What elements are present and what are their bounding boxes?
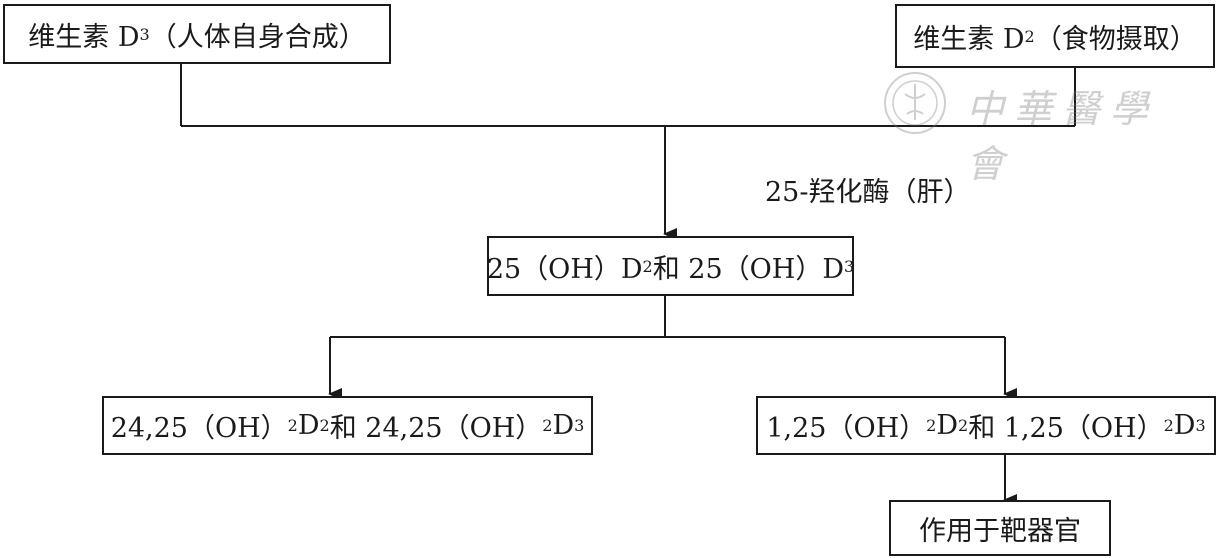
h25-part2: 和 25（OH）D: [652, 253, 844, 285]
d3-prefix: 维生素 D: [28, 21, 140, 53]
d2-subscript: 2: [1024, 26, 1035, 46]
h125-sub2: 2: [958, 416, 969, 435]
h25-sub1: 2: [642, 256, 653, 276]
h2425-part2: D: [297, 410, 320, 441]
d2-prefix: 维生素 D: [913, 23, 1025, 55]
d3-subscript: 3: [139, 24, 150, 44]
enzyme-label: 25-羟化酶（肝）: [765, 177, 971, 208]
watermark: 中華醫學會: [880, 68, 1180, 186]
h2425-sub4: 3: [574, 416, 585, 435]
h125-sub3: 2: [1163, 416, 1174, 435]
h25-part1: 25（OH）D: [486, 253, 643, 285]
watermark-text: 中華醫學會: [966, 87, 1159, 186]
h125-part4: D: [1173, 410, 1196, 441]
h2425-part1: 24,25（OH）: [110, 413, 288, 444]
h125-part3: 和 1,25（OH）: [968, 413, 1164, 444]
seal-icon: [884, 72, 946, 134]
h125-sub4: 3: [1195, 416, 1206, 435]
h2425-sub3: 2: [542, 416, 553, 435]
h25-sub2: 3: [843, 256, 855, 276]
h2425-sub1: 2: [287, 416, 298, 435]
h125-sub1: 2: [926, 416, 937, 435]
d3-suffix: （人体自身合成）: [149, 21, 366, 53]
d2-suffix: （食物摄取）: [1034, 23, 1197, 55]
h125-part1: 1,25（OH）: [766, 413, 927, 444]
node-target-organ: 作用于靶器官: [889, 500, 1111, 556]
h2425-part4: D: [552, 410, 575, 441]
h125-part2: D: [936, 410, 959, 441]
h2425-sub2: 2: [319, 416, 330, 435]
h2425-part3: 和 24,25（OH）: [329, 413, 543, 444]
